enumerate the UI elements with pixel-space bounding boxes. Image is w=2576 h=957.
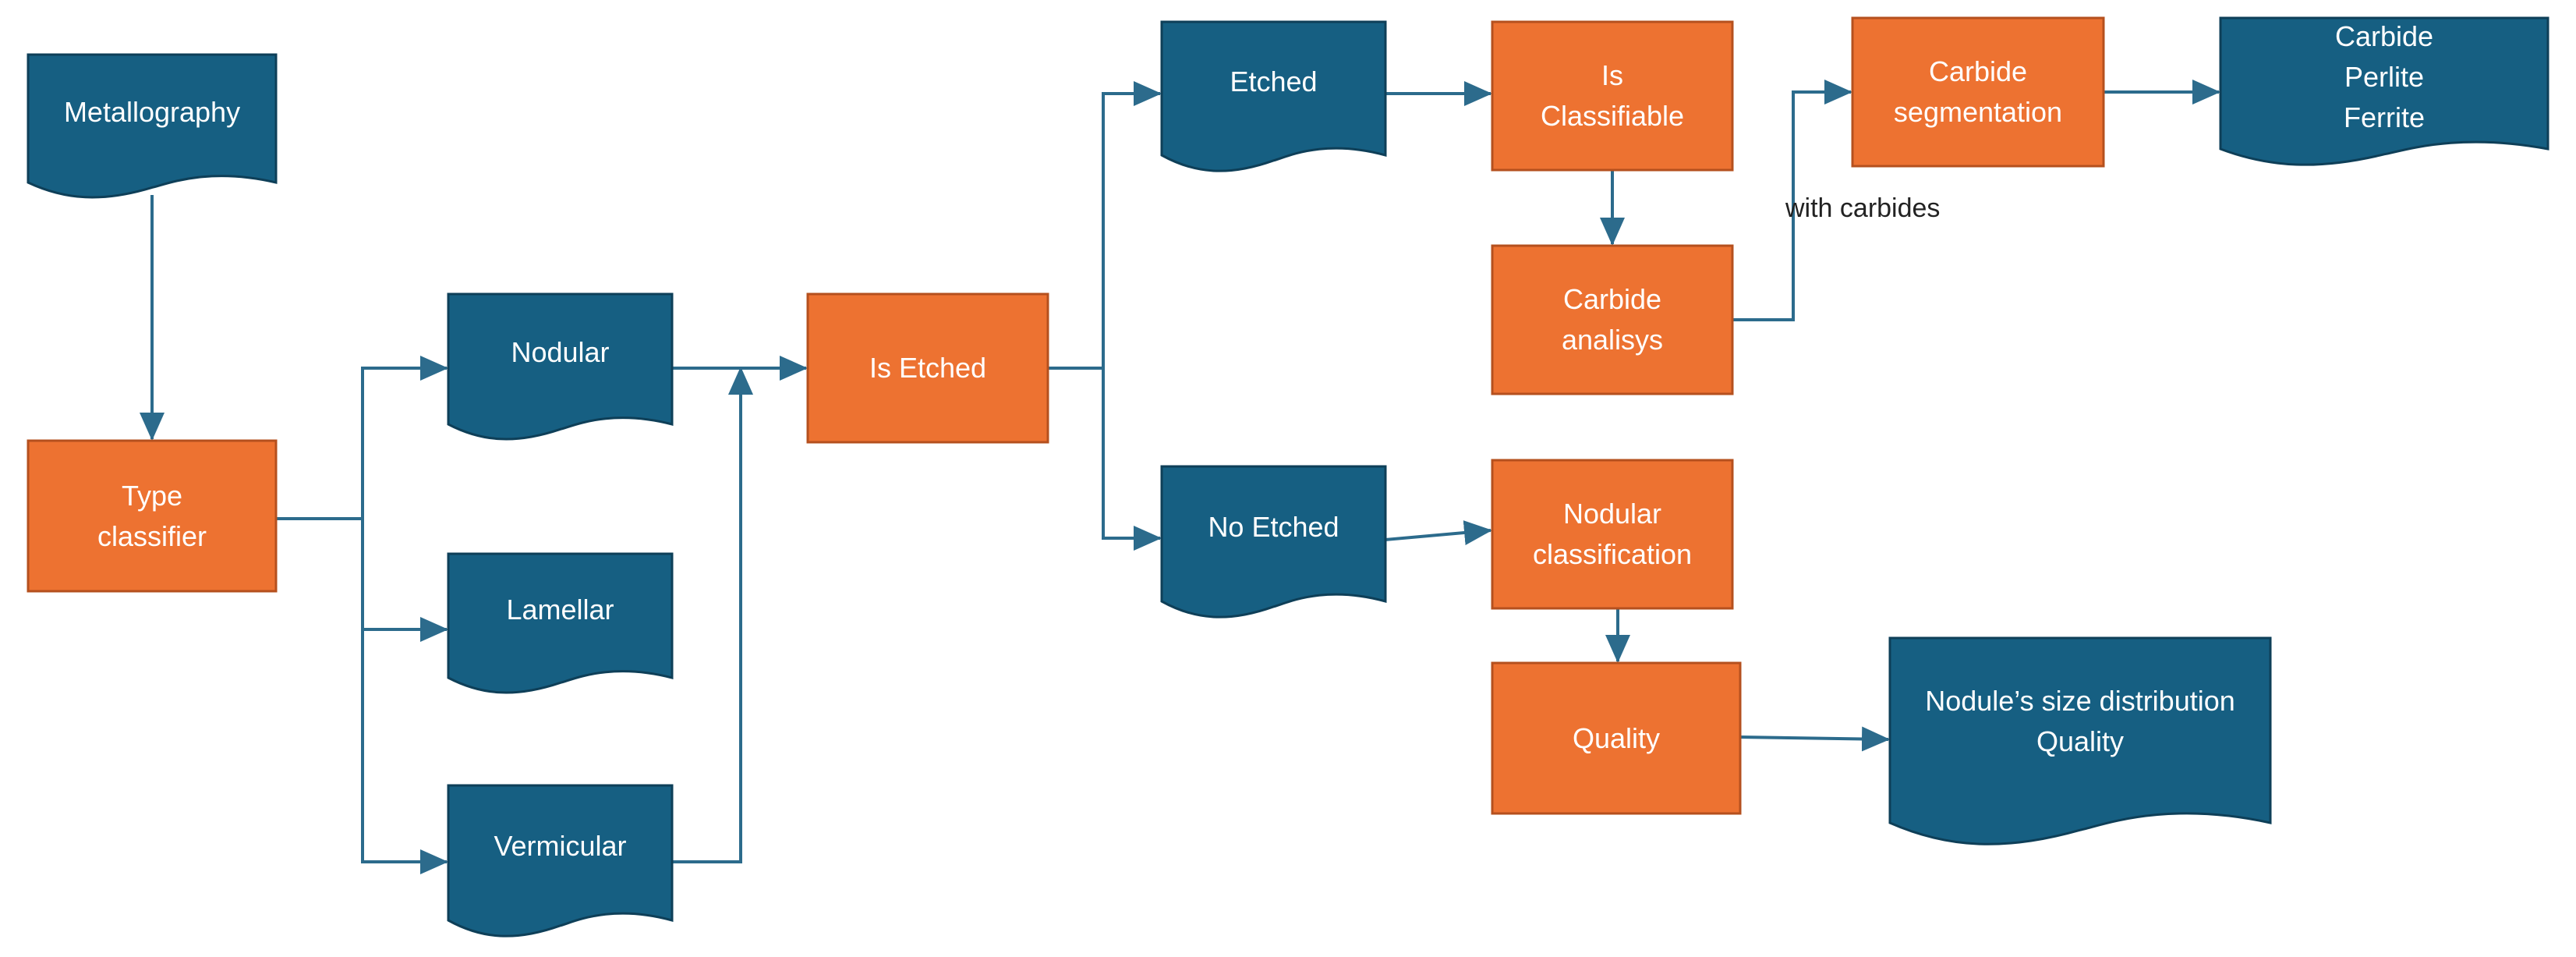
node-etched bbox=[1160, 20, 1387, 172]
nodes-layer bbox=[27, 16, 2549, 938]
edge-type-classifier-to-lamellar bbox=[361, 519, 448, 642]
document-shape bbox=[2219, 16, 2549, 166]
edge-type-classifier-to-nodular bbox=[276, 356, 448, 520]
process-shape bbox=[1491, 20, 1734, 172]
edge-quality-to-nodule-size-distribution bbox=[1739, 726, 1890, 752]
edge-carbide-analysis-to-carbide-segmentation bbox=[1732, 80, 1852, 321]
node-is-etched bbox=[806, 292, 1049, 444]
process-shape bbox=[1491, 661, 1742, 815]
edge-no-etched-to-nodular-classification bbox=[1385, 520, 1492, 545]
document-shape bbox=[447, 784, 674, 938]
node-vermicular bbox=[447, 784, 674, 938]
node-carbide-analysis bbox=[1491, 244, 1734, 395]
edge-is-etched-to-no-etched bbox=[1102, 368, 1162, 551]
node-nodular-classification bbox=[1491, 459, 1734, 610]
process-shape bbox=[1491, 244, 1734, 395]
edge-vermicular-to-is-etched bbox=[672, 367, 753, 863]
process-shape bbox=[1491, 459, 1734, 610]
node-nodular bbox=[447, 292, 674, 441]
node-carbide-segmentation bbox=[1851, 16, 2105, 168]
node-is-classifiable bbox=[1491, 20, 1734, 172]
edges-layer bbox=[140, 80, 2220, 874]
process-shape bbox=[27, 439, 278, 593]
edge-is-etched-to-etched bbox=[1048, 81, 1162, 370]
node-carbide-perlite-ferrite bbox=[2219, 16, 2549, 166]
node-quality bbox=[1491, 661, 1742, 815]
edge-label: with carbides bbox=[1785, 193, 1941, 223]
document-shape bbox=[1160, 465, 1387, 619]
document-shape bbox=[1888, 636, 2272, 845]
document-shape bbox=[447, 292, 674, 441]
node-nodule-size-distribution bbox=[1888, 636, 2272, 845]
node-no-etched bbox=[1160, 465, 1387, 619]
document-shape bbox=[1160, 20, 1387, 172]
node-lamellar bbox=[447, 552, 674, 694]
node-type-classifier bbox=[27, 439, 278, 593]
process-shape bbox=[806, 292, 1049, 444]
process-shape bbox=[1851, 16, 2105, 168]
document-shape bbox=[447, 552, 674, 694]
edge-type-classifier-to-vermicular bbox=[361, 629, 448, 874]
node-metallography bbox=[27, 53, 278, 199]
document-shape bbox=[27, 53, 278, 199]
